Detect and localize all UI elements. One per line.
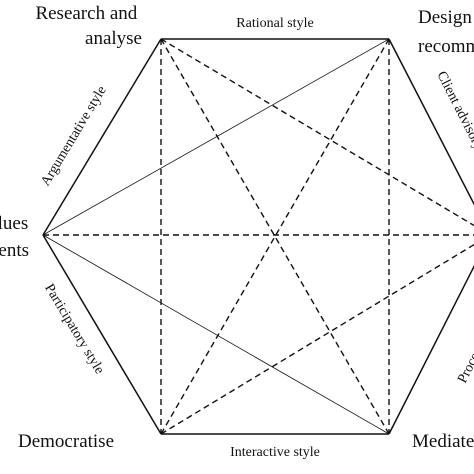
edge-label-process: Process style — [455, 314, 474, 386]
link-research-right — [160, 38, 474, 227]
corner-label-values-line2: arguments — [0, 240, 29, 261]
edge-label-participatory: Participatory style — [41, 282, 107, 377]
edge-client-advisory — [388, 38, 474, 206]
corner-label-values-line1: Values — [0, 213, 28, 234]
diagonal-design-democratise — [160, 38, 390, 435]
corner-label-values: Values arguments — [0, 213, 33, 261]
edge-argumentative — [42, 38, 162, 236]
edge-label-interactive: Interactive style — [230, 445, 320, 460]
thin-connections — [42, 38, 390, 435]
link-values-design — [42, 38, 390, 236]
edge-label-client-advisory: Client advisory style — [433, 69, 474, 179]
edge-process — [388, 264, 474, 435]
corner-label-mediate: Mediate — [412, 431, 474, 452]
corner-label-research: Research and analyse — [35, 3, 142, 49]
edge-label-argumentative: Argumentative style — [38, 84, 109, 189]
edge-label-rational: Rational style — [236, 16, 313, 31]
link-values-mediate — [42, 234, 390, 435]
corner-label-research-line1: Research and — [35, 3, 137, 24]
dashed-connections — [43, 38, 474, 435]
diagonal-research-mediate — [160, 38, 390, 435]
edge-participatory — [42, 234, 162, 435]
corner-label-design: Design recommend — [418, 7, 474, 57]
corner-label-design-line2: recommend — [418, 36, 474, 57]
hexagon-outline — [42, 38, 474, 435]
corner-label-democratise: Democratise — [18, 431, 114, 452]
corner-label-design-line1: Design — [418, 7, 472, 28]
link-democratise-right — [160, 243, 474, 435]
corner-label-research-line2: analyse — [85, 28, 142, 49]
